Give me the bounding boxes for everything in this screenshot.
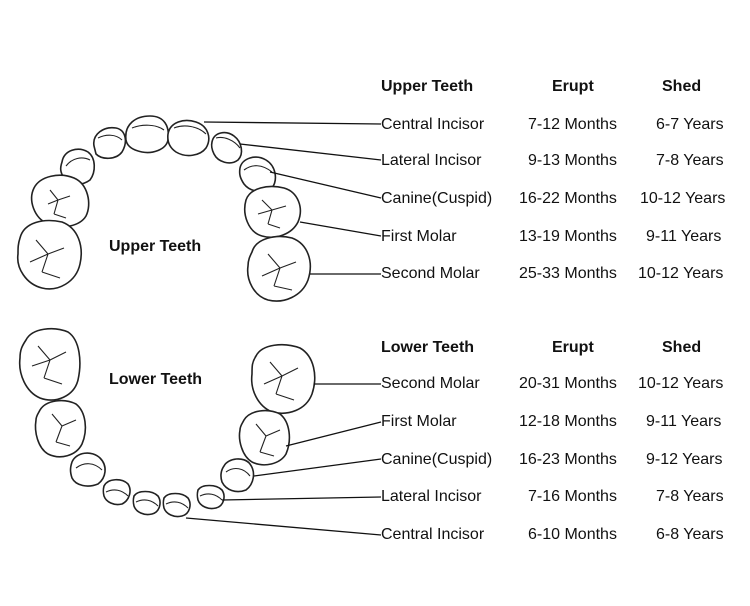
erupt-value: 25-33 Months <box>519 265 617 282</box>
lower-jaw-label: Lower Teeth <box>109 371 203 388</box>
upper-header-erupt: Erupt <box>552 78 594 95</box>
lower-canine-left <box>69 452 106 487</box>
upper-header-shed: Shed <box>662 78 702 95</box>
upper-central-incisor-right <box>167 119 210 157</box>
upper-second-molar-left <box>17 219 82 290</box>
upper-lateral-incisor-right <box>210 131 243 164</box>
lower-central-incisor-left <box>132 490 161 516</box>
erupt-value: 13-19 Months <box>519 228 617 245</box>
tooth-name: Central Incisor <box>381 116 485 133</box>
lower-second-molar-left <box>18 327 81 401</box>
tooth-name: First Molar <box>381 413 457 430</box>
upper-first-molar-left <box>30 174 90 228</box>
shed-value: 7-8 Years <box>656 152 724 169</box>
shed-value: 9-11 Years <box>646 413 722 430</box>
shed-value: 6-8 Years <box>656 526 724 543</box>
lower-second-molar-right <box>250 343 316 414</box>
leader-upper-lateral-incisor <box>239 143 382 161</box>
upper-leader-lines <box>203 121 382 275</box>
tooth-name: Second Molar <box>381 375 480 392</box>
leader-lower-lateral-incisor <box>221 496 382 501</box>
lower-central-incisor-right <box>162 492 191 518</box>
lower-first-molar-left <box>34 399 87 458</box>
leader-upper-canine <box>269 171 382 199</box>
tooth-name: Second Molar <box>381 265 480 282</box>
upper-second-molar-right <box>246 235 312 302</box>
lower-header-shed: Shed <box>662 339 702 356</box>
lower-first-molar-right <box>238 409 291 466</box>
upper-arch <box>17 115 312 302</box>
shed-value: 9-11 Years <box>646 228 722 245</box>
leader-lower-central-incisor <box>185 517 382 536</box>
lower-header-erupt: Erupt <box>552 339 594 356</box>
lower-arch <box>18 327 316 518</box>
upper-lateral-incisor-left <box>93 126 127 160</box>
erupt-value: 7-12 Months <box>528 116 617 133</box>
tooth-name: First Molar <box>381 228 457 245</box>
shed-value: 10-12 Years <box>638 265 724 282</box>
tooth-name: Central Incisor <box>381 526 485 543</box>
upper-header-tooth: Upper Teeth <box>381 78 474 95</box>
erupt-value: 6-10 Months <box>528 526 617 543</box>
shed-value: 10-12 Years <box>640 190 726 207</box>
leader-upper-central-incisor <box>203 121 382 125</box>
lower-header-tooth: Lower Teeth <box>381 339 475 356</box>
erupt-value: 12-18 Months <box>519 413 617 430</box>
upper-first-molar-right <box>244 185 302 238</box>
upper-jaw-label: Upper Teeth <box>109 238 202 255</box>
erupt-value: 16-23 Months <box>519 451 617 468</box>
leader-lower-first-molar <box>285 421 382 447</box>
shed-value: 6-7 Years <box>656 116 724 133</box>
lower-lateral-incisor-right <box>196 484 225 510</box>
lower-lateral-incisor-left <box>102 478 131 506</box>
shed-value: 7-8 Years <box>656 488 724 505</box>
erupt-value: 16-22 Months <box>519 190 617 207</box>
leader-upper-first-molar <box>299 221 382 237</box>
tooth-name: Lateral Incisor <box>381 488 482 505</box>
tooth-name: Canine(Cuspid) <box>381 451 493 468</box>
shed-value: 10-12 Years <box>638 375 724 392</box>
lower-canine-right <box>220 458 255 493</box>
shed-value: 9-12 Years <box>646 451 723 468</box>
tooth-name: Canine(Cuspid) <box>381 190 493 207</box>
erupt-value: 9-13 Months <box>528 152 617 169</box>
upper-central-incisor-left <box>125 115 170 154</box>
tooth-name: Lateral Incisor <box>381 152 482 169</box>
lower-leader-lines <box>185 383 382 536</box>
leader-lower-canine <box>253 458 382 477</box>
erupt-value: 20-31 Months <box>519 375 617 392</box>
erupt-value: 7-16 Months <box>528 488 617 505</box>
